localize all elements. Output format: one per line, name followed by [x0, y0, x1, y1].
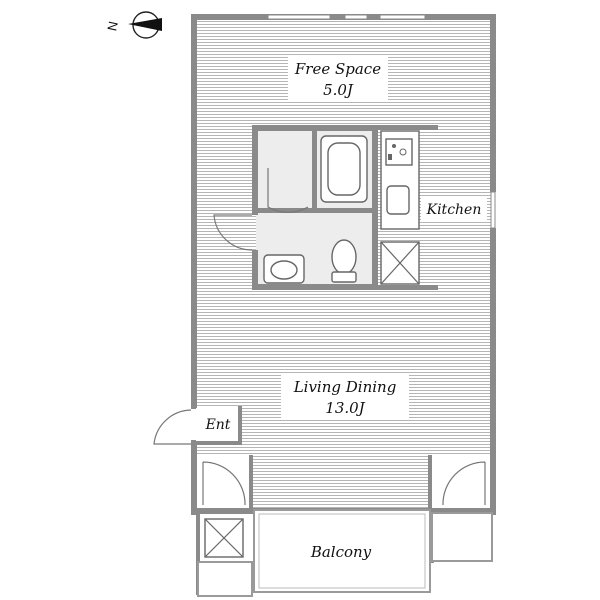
lower-fixtures — [197, 455, 490, 510]
balcony-name: Balcony — [310, 543, 372, 561]
entrance-name: Ent — [205, 417, 231, 433]
north-label: N — [104, 20, 121, 32]
kitchen-sink — [386, 185, 410, 215]
compass-needle — [128, 18, 162, 31]
toilet — [331, 239, 357, 283]
free-space-name: Free Space — [294, 60, 381, 78]
kitchen-name: Kitchen — [426, 202, 482, 218]
bathroom-core — [213, 125, 378, 290]
living-dining-size: 13.0J — [325, 399, 365, 417]
kitchen-area — [378, 125, 438, 290]
room-labels: Free Space 5.0J Kitchen Living Dining 13… — [205, 56, 487, 561]
entrance-area — [153, 406, 242, 445]
compass: N — [104, 11, 162, 39]
free-space-size: 5.0J — [323, 81, 354, 99]
living-dining-name: Living Dining — [293, 378, 397, 396]
balcony-area — [196, 509, 493, 597]
stove — [385, 138, 413, 166]
